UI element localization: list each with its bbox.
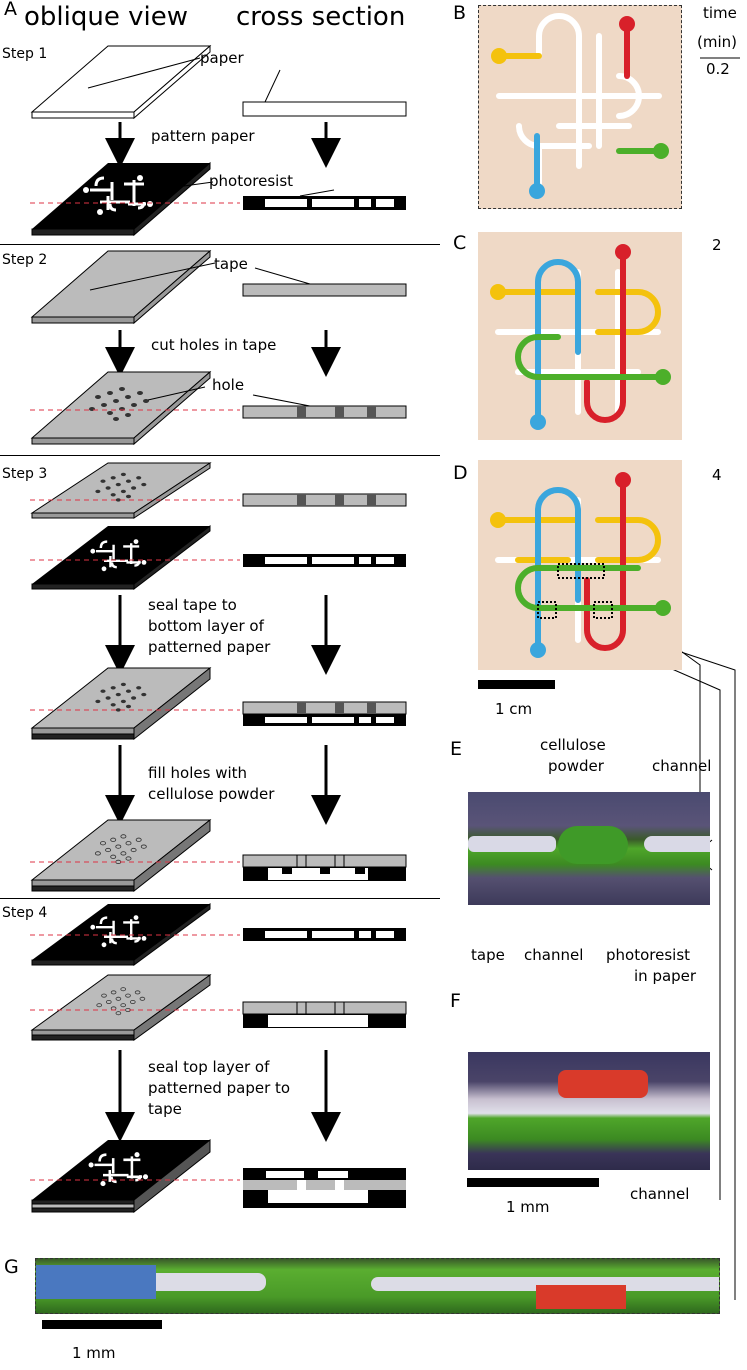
callout-photoresist: photoresist	[209, 172, 294, 190]
time-unit: (min)	[697, 33, 737, 51]
scale-bar-mm-f	[467, 1178, 599, 1187]
label-channel-mid: channel	[524, 946, 584, 964]
paper-cross-section	[242, 101, 407, 117]
photo-d	[478, 460, 682, 670]
action-top-2: patterned paper to	[148, 1079, 291, 1097]
tape-with-holes	[30, 370, 212, 446]
label-tape-mid: tape	[471, 946, 505, 964]
sealed-stack	[30, 666, 212, 741]
action-fill-2: cellulose powder	[148, 785, 275, 803]
final-cross-section	[243, 1168, 406, 1208]
scale-bar-cm	[478, 680, 555, 689]
photo-c	[478, 232, 682, 440]
panel-label-c: C	[453, 232, 467, 254]
step4-bottom-stack	[30, 974, 212, 1041]
label-cellulose-2: powder	[548, 757, 604, 775]
time-header: time	[703, 4, 737, 22]
header-cross: cross section	[236, 2, 406, 32]
label-channel-e: channel	[652, 757, 712, 775]
paper-slab	[30, 44, 212, 120]
divider-1	[0, 244, 440, 245]
photo-g	[35, 1258, 720, 1314]
panel-label-g: G	[4, 1256, 19, 1278]
action-top-3: tape	[148, 1100, 182, 1118]
panel-label-e: E	[450, 738, 463, 760]
callout-tape: tape	[214, 255, 248, 273]
panel-label-d: D	[453, 462, 468, 484]
action-seal-3: patterned paper	[148, 638, 271, 656]
scale-bar-mm-g	[42, 1320, 162, 1329]
filled-cross-section	[242, 854, 407, 881]
sealed-cross-section	[242, 701, 407, 726]
step4-label: Step 4	[2, 905, 48, 921]
step3-tape	[30, 462, 212, 519]
step1-label: Step 1	[2, 46, 48, 62]
label-photoresist-2: in paper	[634, 967, 697, 985]
divider-3	[0, 898, 440, 899]
action-fill-1: fill holes with	[148, 764, 248, 782]
tape-cross-section	[242, 283, 407, 297]
scale-label-mm-g: 1 mm	[72, 1344, 116, 1362]
panel-label-a: A	[4, 0, 17, 20]
action-seal-2: bottom layer of	[148, 617, 264, 635]
label-photoresist-1: photoresist	[606, 946, 691, 964]
panel-label-b: B	[453, 2, 467, 24]
tape-slab	[30, 249, 212, 325]
step3-paper	[31, 524, 211, 591]
photo-b	[478, 5, 682, 209]
divider-2	[0, 455, 440, 456]
photo-f	[468, 1052, 710, 1170]
action-pattern: pattern paper	[151, 127, 255, 145]
filled-stack	[30, 818, 212, 893]
photo-e	[468, 792, 710, 905]
panel-label-f: F	[450, 990, 461, 1012]
patterned-paper	[31, 161, 211, 237]
photoresist-cross-section	[243, 196, 406, 210]
step3-label: Step 3	[2, 466, 48, 482]
action-cut: cut holes in tape	[151, 336, 277, 354]
action-top-1: seal top layer of	[148, 1058, 270, 1076]
callout-hole: hole	[212, 376, 245, 394]
time-b: 0.2	[706, 60, 730, 78]
label-channel-f: channel	[630, 1185, 690, 1203]
callout-paper: paper	[200, 49, 244, 67]
final-device	[31, 1138, 211, 1214]
header-oblique: oblique view	[24, 2, 188, 32]
holes-cross-section	[242, 405, 407, 419]
action-seal-1: seal tape to	[148, 596, 237, 614]
scale-label-cm: 1 cm	[495, 700, 533, 718]
label-cellulose-1: cellulose	[540, 736, 606, 754]
step4-top-paper	[31, 903, 211, 966]
time-d: 4	[712, 466, 722, 484]
step2-label: Step 2	[2, 252, 48, 268]
scale-label-mm-f: 1 mm	[506, 1198, 550, 1216]
time-c: 2	[712, 236, 722, 254]
